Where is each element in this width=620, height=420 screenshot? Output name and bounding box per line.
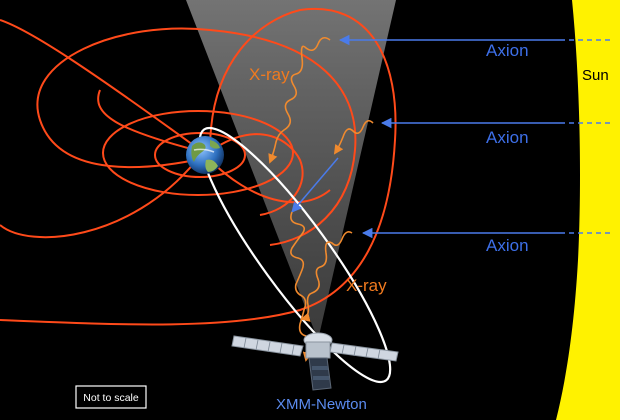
axion-label-1: Axion <box>486 41 529 60</box>
field-line <box>0 19 201 151</box>
xmm-newton-satellite-icon <box>231 332 399 391</box>
scale-note-label: Not to scale <box>83 392 139 404</box>
xray-wiggle-1 <box>268 36 331 164</box>
xray-label-2: X-ray <box>346 276 387 295</box>
xray-wiggle-3 <box>290 211 313 362</box>
field-line <box>209 159 331 204</box>
earth-globe-icon <box>186 136 224 174</box>
sun-label: Sun <box>582 67 609 84</box>
field-line <box>214 133 304 216</box>
field-of-view-cone <box>186 0 396 340</box>
sun <box>556 0 620 420</box>
axion-label-3: Axion <box>486 236 529 255</box>
axion-arrows <box>291 34 610 239</box>
xray-wiggle-4 <box>300 231 353 322</box>
field-line <box>36 27 357 246</box>
scale-note-box: Not to scale <box>75 385 147 409</box>
field-line <box>97 89 196 151</box>
xmm-orbit <box>198 126 392 384</box>
field-line <box>0 161 196 239</box>
magnetic-field-lines <box>0 7 397 326</box>
satellite-label: XMM-Newton <box>276 396 367 413</box>
xray-wiggle-2 <box>333 119 374 155</box>
xray-label-1: X-ray <box>249 65 290 84</box>
xray-paths <box>268 36 374 362</box>
axion-label-2: Axion <box>486 128 529 147</box>
axion-arrow-diagonal <box>291 157 339 213</box>
field-line <box>0 7 397 326</box>
field-line <box>102 110 294 196</box>
